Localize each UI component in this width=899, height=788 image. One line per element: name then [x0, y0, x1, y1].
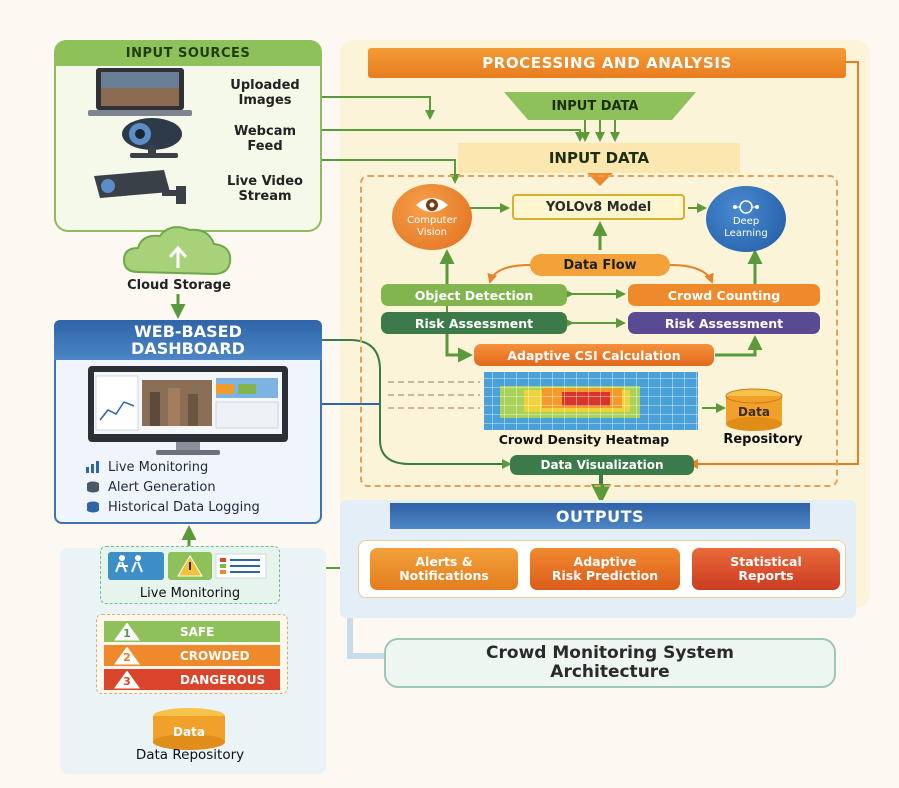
level-crowded: 2 CROWDED — [104, 645, 280, 666]
output-risk-prediction: Adaptive Risk Prediction — [530, 548, 680, 590]
eye-icon — [416, 198, 448, 212]
neural-network-icon — [733, 200, 759, 214]
bottom-repo-icon-label: Data — [173, 725, 205, 739]
output-risk-line2: Risk Prediction — [551, 568, 659, 583]
object-detection-box: Object Detection — [381, 284, 567, 306]
heatmap-label: Crowd Density Heatmap — [498, 431, 670, 447]
risk-assessment-right-box: Risk Assessment — [628, 312, 820, 334]
output-alerts-line1: Alerts & — [415, 554, 473, 569]
deep-learning-node: Deep Learning — [706, 186, 786, 252]
live-monitoring-label: Live Monitoring — [139, 585, 241, 601]
computer-vision-line2: Vision — [417, 227, 447, 238]
deep-learning-line2: Learning — [724, 228, 768, 239]
system-title-line1: Crowd Monitoring System — [486, 643, 734, 663]
level-safe: 1 SAFE — [104, 621, 280, 642]
adaptive-csi-box: Adaptive CSI Calculation — [474, 344, 714, 366]
feature-alert-generation: Alert Generation — [86, 478, 306, 496]
dashboard-title-line2: DASHBOARD — [131, 339, 245, 358]
level-dangerous-label: DANGEROUS — [180, 672, 266, 687]
outputs-title: OUTPUTS — [390, 503, 810, 529]
level-safe-label: SAFE — [180, 624, 215, 639]
output-reports-line2: Reports — [738, 568, 794, 583]
risk-assessment-left-box: Risk Assessment — [381, 312, 567, 334]
input-data-banner: INPUT DATA — [458, 143, 740, 173]
deep-learning-line1: Deep — [732, 216, 760, 227]
source-webcam-feed: Webcam Feed — [233, 124, 297, 154]
feature-historical-logging-label: Historical Data Logging — [108, 499, 260, 515]
database-small-icon — [87, 481, 99, 493]
processing-area — [360, 175, 838, 487]
level-crowded-label: CROWDED — [180, 648, 250, 663]
level-dangerous: 3 DANGEROUS — [104, 669, 280, 690]
output-alerts-line2: Notifications — [399, 568, 489, 583]
processing-title: PROCESSING AND ANALYSIS — [368, 48, 846, 78]
input-data-funnel-label: INPUT DATA — [551, 99, 639, 114]
yolov8-model-box: YOLOv8 Model — [512, 194, 685, 220]
data-flow-label: Data Flow — [530, 254, 670, 276]
data-visualization-box: Data Visualization — [510, 455, 694, 475]
source-live-video-stream: Live Video Stream — [227, 174, 303, 204]
feature-historical-logging: Historical Data Logging — [86, 498, 316, 516]
computer-vision-line1: Computer — [407, 215, 457, 226]
feature-alert-generation-label: Alert Generation — [108, 479, 216, 495]
repo-icon-label: Data — [738, 405, 770, 419]
crowd-counting-box: Crowd Counting — [628, 284, 820, 306]
dashboard-title: WEB-BASED DASHBOARD — [54, 320, 322, 360]
source-uploaded-images: Uploaded Images — [230, 78, 300, 108]
system-title-box: Crowd Monitoring System Architecture — [384, 638, 836, 688]
cloud-storage-label: Cloud Storage — [127, 277, 231, 293]
computer-vision-node: Computer Vision — [392, 184, 472, 250]
bar-chart-icon — [86, 461, 99, 473]
bottom-repo-label: Data Repository — [135, 747, 245, 763]
dashboard-title-line1: WEB-BASED — [134, 322, 242, 341]
database-stack-icon — [87, 501, 99, 513]
input-sources-title: INPUT SOURCES — [54, 40, 322, 66]
output-reports-line1: Statistical — [730, 554, 802, 569]
feature-live-monitoring: Live Monitoring — [86, 458, 306, 476]
output-statistical-reports: Statistical Reports — [692, 548, 840, 590]
repository-label: Repository — [723, 431, 803, 447]
output-risk-line1: Adaptive — [573, 554, 637, 569]
output-alerts: Alerts & Notifications — [370, 548, 518, 590]
feature-live-monitoring-label: Live Monitoring — [108, 459, 209, 475]
system-title-line2: Architecture — [550, 662, 670, 682]
